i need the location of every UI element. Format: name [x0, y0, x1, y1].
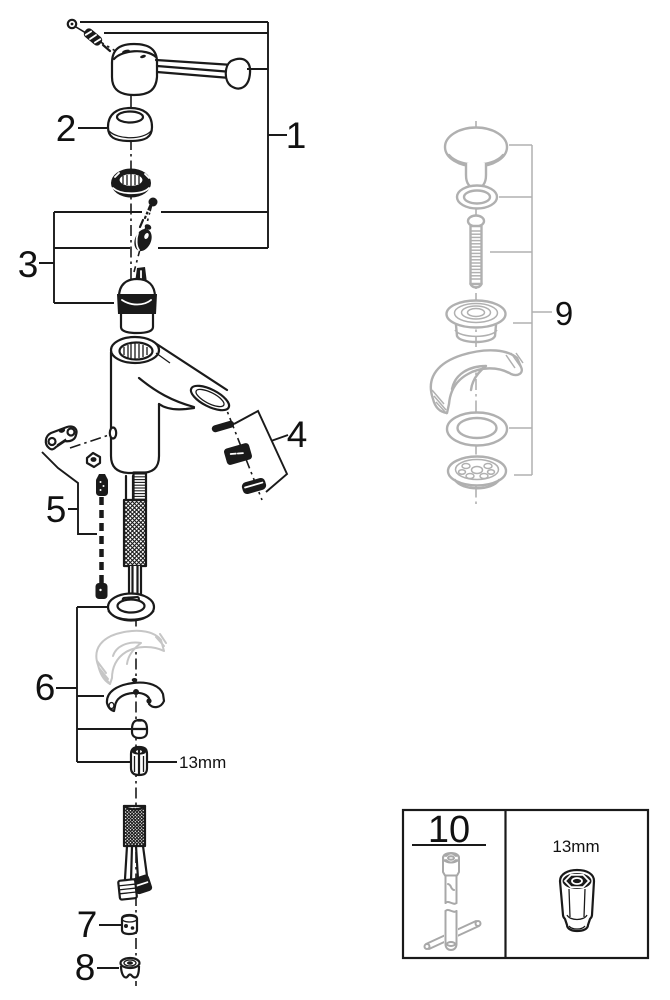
part7-nut-drawing: [120, 913, 139, 936]
lever-joint-drawing: [134, 224, 152, 251]
dome-nut-drawing: [130, 718, 149, 740]
callout-label-10: 10: [428, 809, 470, 851]
retainer-clip-drawing: [44, 425, 78, 451]
callout-label-4: 4: [287, 414, 308, 455]
lever-handle-drawing: [110, 42, 252, 97]
inset-box: [401, 808, 650, 960]
mounting-claw-drawing: [105, 678, 166, 713]
pull-rod-drawing: [95, 0, 108, 599]
serrated-ring-drawing: [111, 168, 151, 198]
callout-label-9: 9: [555, 295, 573, 332]
square-nut-drawing: [85, 451, 102, 469]
waste-screw-drawing: [466, 214, 486, 289]
callout-label-2: 2: [56, 108, 77, 149]
waste-oring-top-drawing: [455, 184, 499, 210]
callout-label-7: 7: [77, 904, 98, 945]
faucet-body-drawing: [108, 335, 231, 475]
callout-label-8: 8: [75, 947, 96, 988]
inset-size-label: 13mm: [552, 837, 599, 856]
nut-size-label: 13mm: [179, 753, 226, 772]
part8-nut-drawing: [119, 956, 141, 979]
callout-label-3: 3: [18, 244, 39, 285]
base-washer-drawing: [106, 592, 156, 622]
waste-flange-drawing: [445, 299, 507, 344]
socket-tool-drawing: [423, 852, 482, 951]
waste-screw-threads: [471, 230, 481, 280]
escutcheon-ring-drawing: [106, 106, 154, 143]
handle-screw-plug-drawing: [66, 18, 78, 30]
waste-oring-bottom-drawing: [445, 411, 509, 447]
threaded-shank-drawing: [122, 471, 148, 598]
supply-hoses-drawing: [117, 804, 153, 901]
waste-set-drawing: [429, 121, 552, 507]
shank-knurl-hatch: [124, 500, 146, 566]
callout-label-1: 1: [286, 115, 307, 156]
shank-thread-lines: [134, 473, 145, 500]
waste-plug-drawing: [443, 126, 509, 190]
waste-wedge-drawing: [429, 349, 524, 415]
callout-labels: 1 2 3 4 5 6 7 8 9 10 13mm 13mm: [18, 108, 600, 988]
waste-body-drawing: [446, 455, 508, 490]
hose-braid-hatch: [124, 807, 145, 846]
hex-nut-drawing: [129, 745, 149, 777]
cartridge-drawing: [117, 267, 157, 335]
cartridge-screw-drawing: [138, 197, 158, 229]
phantom-wedge-drawing: [95, 629, 167, 685]
callout-label-5: 5: [46, 489, 67, 530]
hex-adapter-drawing: [558, 868, 596, 933]
callout-label-6: 6: [35, 667, 56, 708]
handle-screw-drawing: [83, 28, 112, 53]
centerlines: [69, 26, 263, 986]
callout-brackets: [39, 21, 289, 969]
aerator-set-drawing: [211, 420, 267, 495]
